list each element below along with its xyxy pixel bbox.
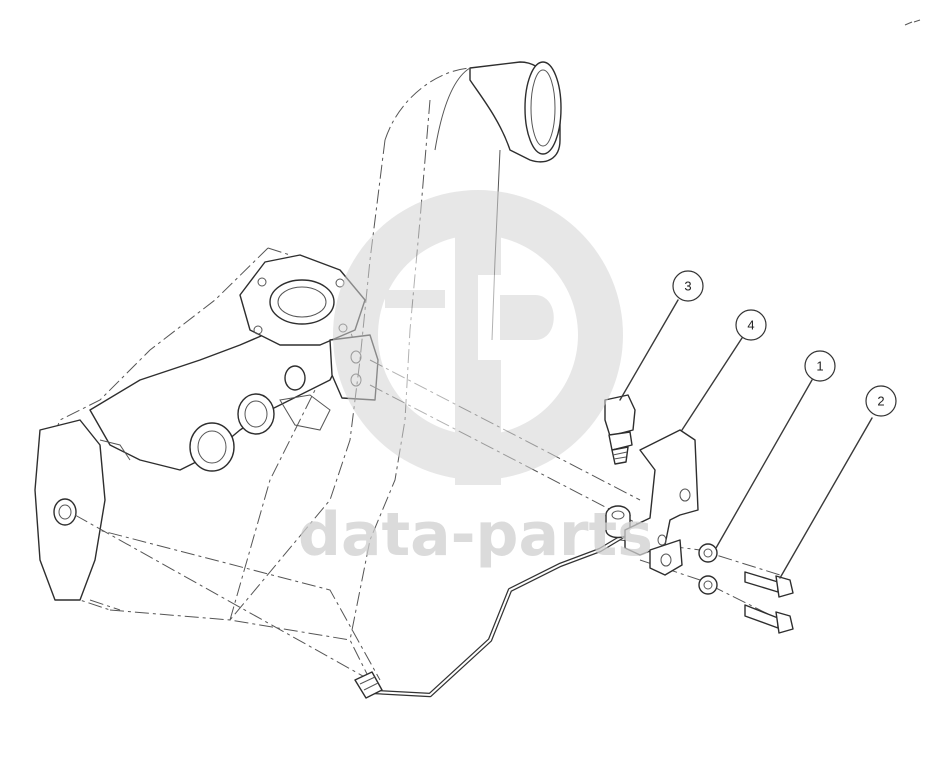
svg-text:3: 3 (684, 279, 691, 294)
callout-3: 3 (672, 270, 704, 302)
svg-text:4: 4 (747, 318, 754, 333)
callout-4: 4 (735, 309, 767, 341)
callout-1: 1 (804, 350, 836, 382)
callout-2: 2 (865, 385, 897, 417)
sensor-tube (354, 533, 627, 699)
watermark (333, 190, 623, 485)
pressure-sensor (604, 394, 636, 465)
bolts (744, 571, 794, 634)
svg-text:2: 2 (877, 394, 884, 409)
svg-text:1: 1 (816, 359, 823, 374)
watermark-text: data-parts (298, 500, 653, 570)
callout-leaders (619, 299, 873, 579)
washers (698, 543, 718, 595)
corner-mark (904, 19, 921, 26)
mounting-bracket (624, 429, 699, 576)
